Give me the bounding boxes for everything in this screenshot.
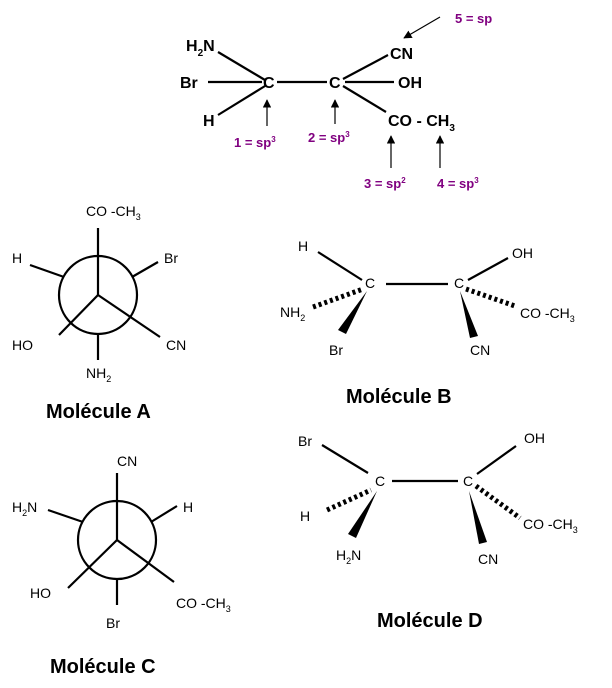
bond-c1-h bbox=[217, 85, 266, 116]
mol-b-br-label: Br bbox=[329, 342, 343, 358]
bond-a-front-cn bbox=[97, 294, 161, 338]
bond-d-h2n-wedge bbox=[348, 491, 377, 538]
mol-a-ho-label: HO bbox=[12, 337, 33, 353]
mol-c-cn-label: CN bbox=[117, 453, 137, 469]
bond-d-coch3-dashed bbox=[474, 483, 522, 521]
bond-d-h-dashed bbox=[325, 487, 373, 513]
bond-a-back-h bbox=[29, 263, 65, 279]
bond-b-h bbox=[317, 251, 363, 281]
bond-d-cn-wedge bbox=[469, 491, 487, 544]
mol-a-coch3-label: CO -CH3 bbox=[86, 203, 141, 222]
mol-c-ho-label: HO bbox=[30, 585, 51, 601]
mol-d-title: Molécule D bbox=[377, 610, 483, 632]
mol-d-h2n-label: H2N bbox=[336, 547, 361, 566]
mol-b-title: Molécule B bbox=[346, 386, 452, 408]
top-br-label: Br bbox=[180, 75, 198, 92]
bond-d-br bbox=[321, 444, 369, 474]
arrow-5 bbox=[403, 16, 441, 39]
bond-c2-cn bbox=[342, 54, 389, 80]
hyb-label-5: 5 = sp bbox=[455, 11, 492, 26]
mol-c-title: Molécule C bbox=[50, 656, 156, 678]
bond-b-br-wedge bbox=[338, 291, 367, 334]
mol-c-br-label: Br bbox=[106, 615, 120, 631]
wedge-molecule-d: Br H H2N C C OH CO -CH3 CN Molécule D bbox=[298, 430, 578, 632]
mol-a-h-label: H bbox=[12, 250, 22, 266]
mol-c-coch3-label: CO -CH3 bbox=[176, 595, 231, 614]
bond-b-coch3-dashed bbox=[465, 286, 516, 309]
mol-a-br-label: Br bbox=[164, 250, 178, 266]
top-oh-label: OH bbox=[398, 75, 422, 92]
mol-b-h-label: H bbox=[298, 238, 308, 254]
mol-b-c2-label: C bbox=[454, 275, 464, 291]
wedge-molecule-b: H NH2 Br C C OH CO -CH3 CN Molécule B bbox=[280, 238, 575, 408]
mol-d-br-label: Br bbox=[298, 433, 312, 449]
mol-d-oh-label: OH bbox=[524, 430, 545, 446]
bond-c-back-h2n bbox=[47, 508, 84, 524]
bond-b-oh bbox=[467, 257, 509, 281]
mol-d-c1-label: C bbox=[375, 473, 385, 489]
top-nh2-label: H2N bbox=[186, 38, 215, 59]
top-cn-label: CN bbox=[390, 46, 413, 63]
bond-c-back-h bbox=[150, 505, 178, 523]
top-c1-label: C bbox=[263, 75, 275, 92]
mol-d-c2-label: C bbox=[463, 473, 473, 489]
newman-molecule-c: CN H2N H HO CO -CH3 Br Molécule C bbox=[12, 453, 231, 678]
mol-b-cn-label: CN bbox=[470, 342, 490, 358]
bond-a-front-ho bbox=[58, 294, 99, 336]
newman-molecule-a: CO -CH3 Br H HO CN NH2 Molécule A bbox=[12, 203, 186, 423]
bond-d-oh bbox=[476, 445, 517, 475]
mol-b-coch3-label: CO -CH3 bbox=[520, 305, 575, 324]
mol-a-cn-label: CN bbox=[166, 337, 186, 353]
mol-a-title: Molécule A bbox=[46, 401, 151, 423]
mol-c-h-label: H bbox=[183, 499, 193, 515]
bond-c-front-coch3 bbox=[116, 539, 175, 583]
bond-c1-nh2 bbox=[217, 51, 266, 81]
bond-c-front-ho bbox=[67, 539, 118, 589]
bond-b-cn-wedge bbox=[460, 291, 478, 338]
mol-b-nh2-label: NH2 bbox=[280, 304, 305, 323]
hyb-label-3: 3 = sp2 bbox=[364, 176, 406, 191]
mol-d-cn-label: CN bbox=[478, 551, 498, 567]
top-h-label: H bbox=[203, 113, 215, 130]
bond-b-nh2-dashed bbox=[312, 286, 364, 310]
bond-c2-co bbox=[342, 85, 387, 113]
mol-d-coch3-label: CO -CH3 bbox=[523, 516, 578, 535]
hyb-label-4: 4 = sp3 bbox=[437, 176, 479, 191]
hyb-label-2: 2 = sp3 bbox=[308, 130, 350, 145]
hyb-label-1: 1 = sp3 bbox=[234, 135, 276, 150]
mol-b-c1-label: C bbox=[365, 275, 375, 291]
top-coch3-label: CO - CH3 bbox=[388, 113, 455, 134]
top-c2-label: C bbox=[329, 75, 341, 92]
mol-d-h-label: H bbox=[300, 508, 310, 524]
mol-c-h2n-label: H2N bbox=[12, 499, 37, 518]
top-structure: H2N Br H C C CN OH CO - CH3 1 = sp3 2 = … bbox=[180, 11, 492, 191]
mol-a-nh2-label: NH2 bbox=[86, 365, 111, 384]
mol-b-oh-label: OH bbox=[512, 245, 533, 261]
bond-a-back-br bbox=[131, 261, 159, 278]
